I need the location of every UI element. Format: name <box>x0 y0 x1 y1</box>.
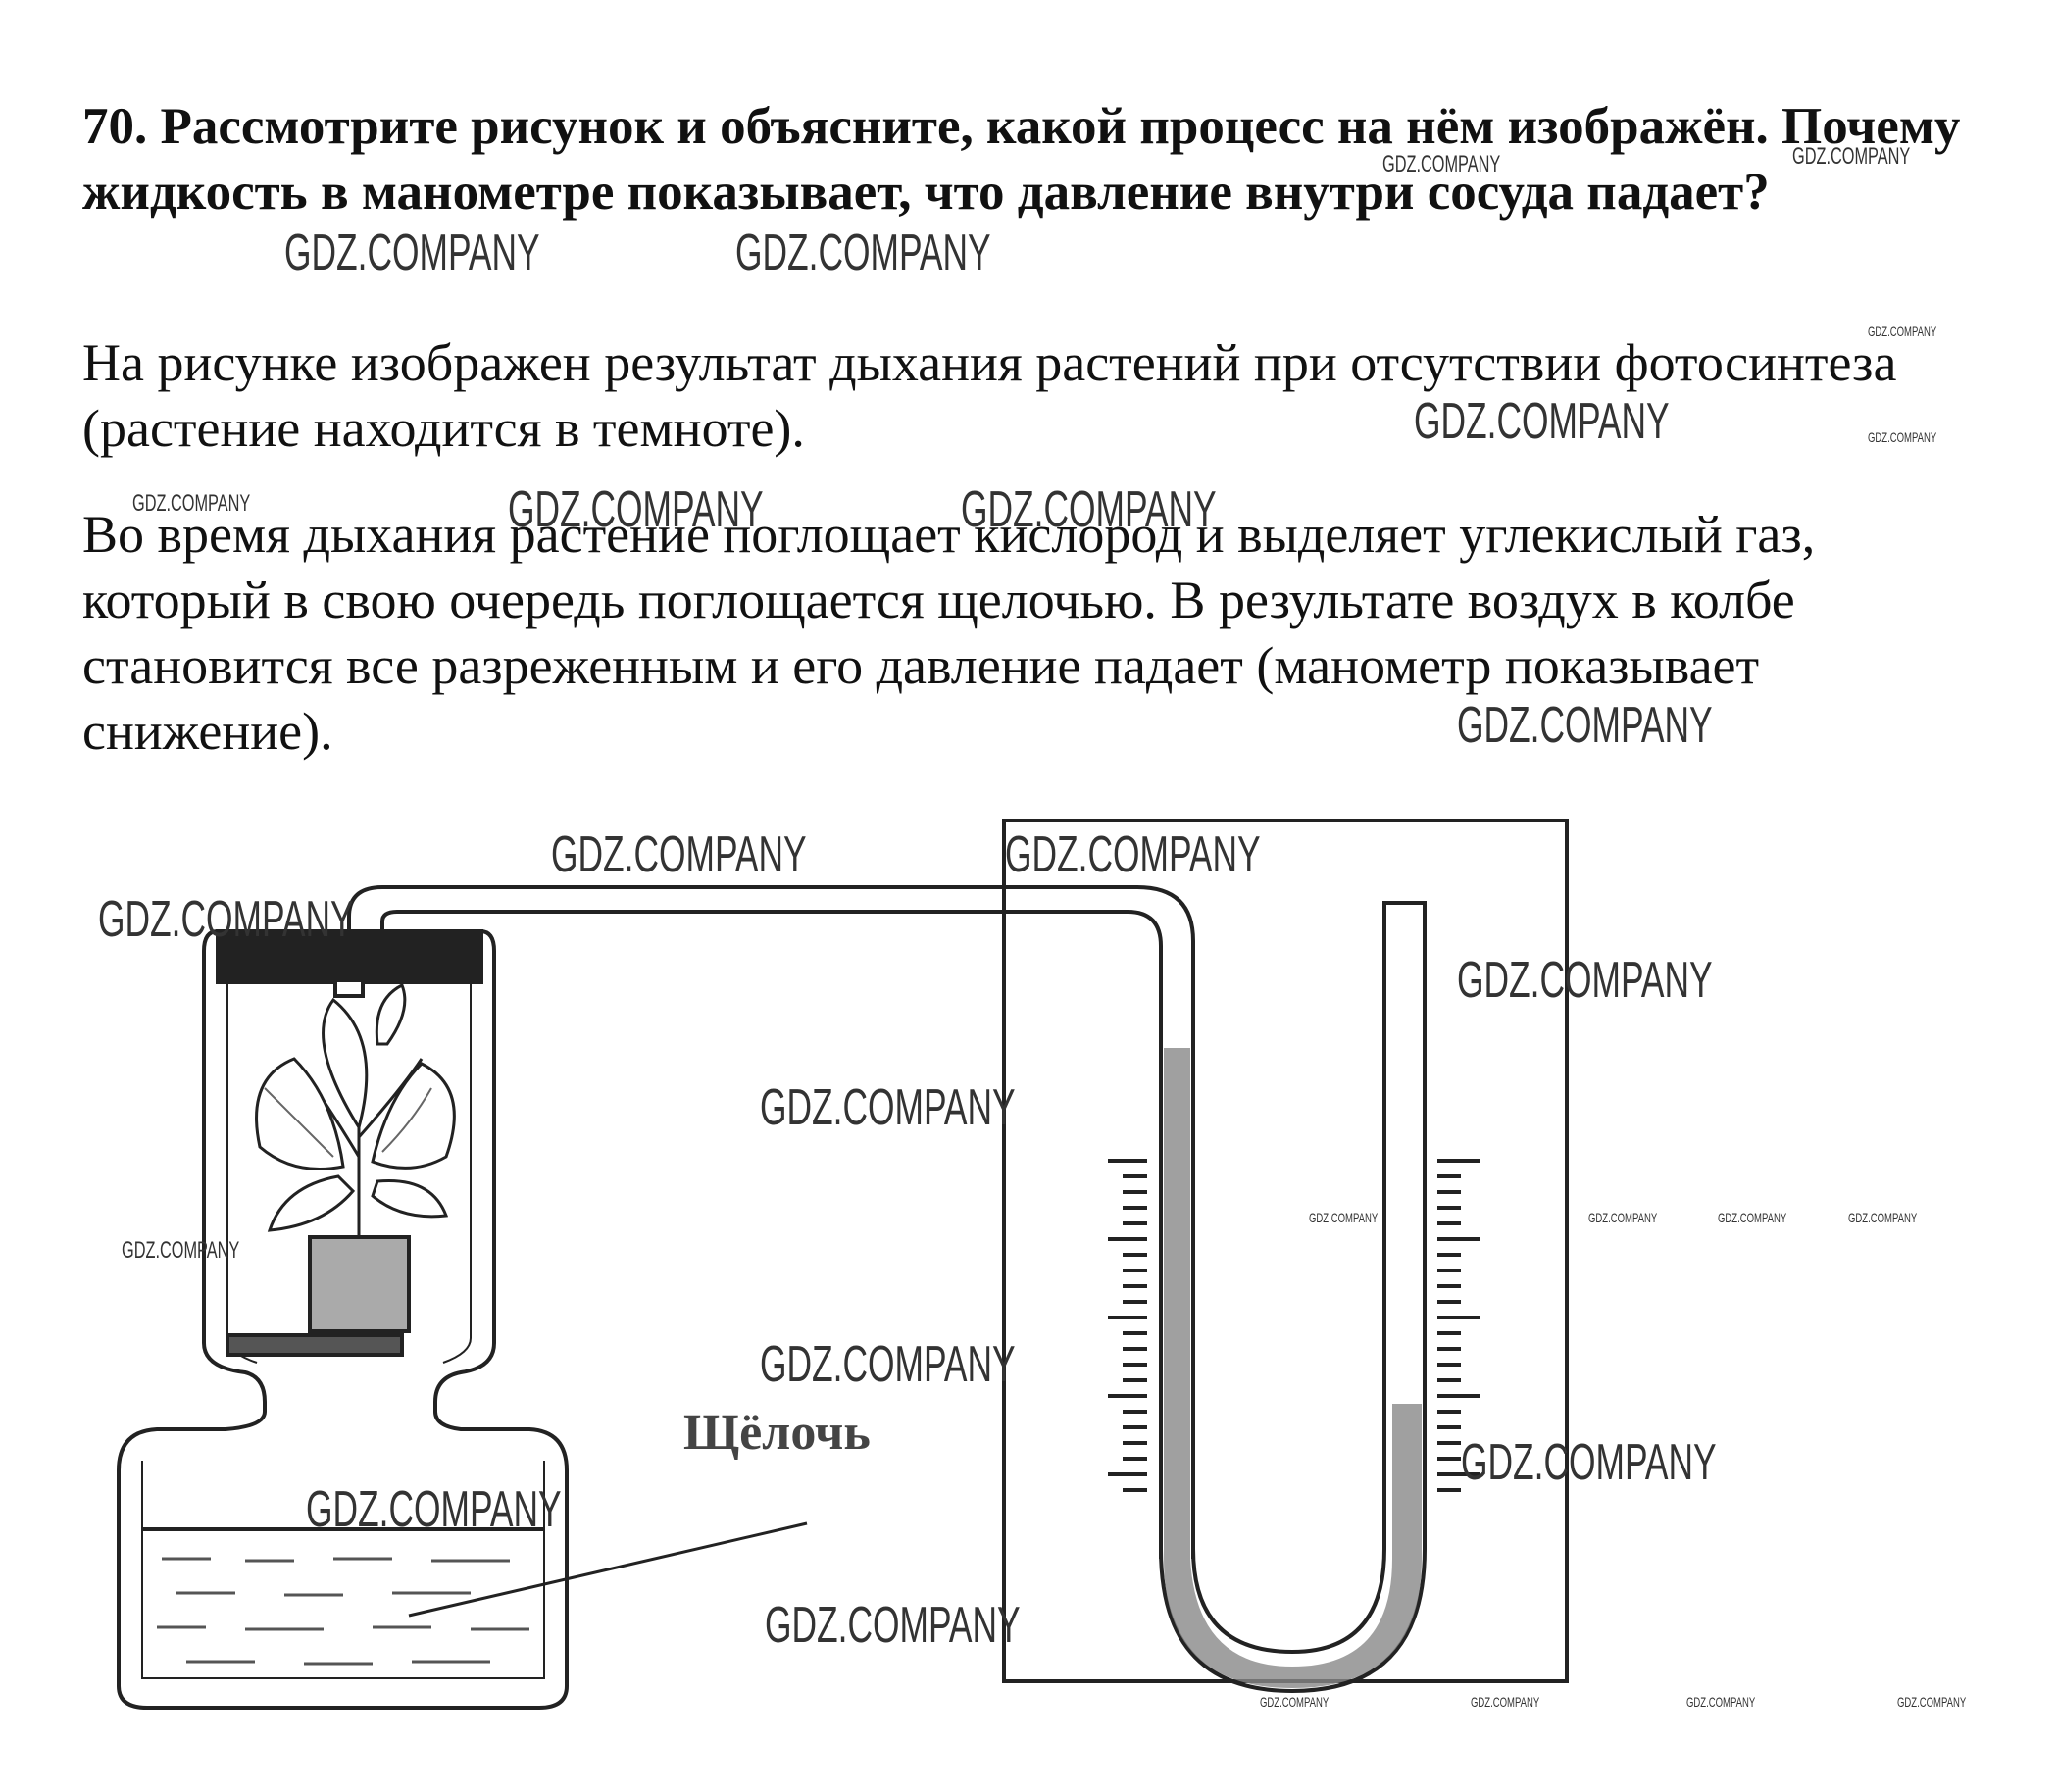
watermark: GDZ.COMPANY <box>132 490 251 517</box>
watermark: GDZ.COMPANY <box>306 1481 562 1538</box>
manometer-board <box>1002 819 1569 1683</box>
connecting-tube <box>347 885 1195 1559</box>
watermark: GDZ.COMPANY <box>1309 1210 1379 1225</box>
watermark: GDZ.COMPANY <box>122 1237 240 1264</box>
left-scale <box>1108 1159 1147 1492</box>
watermark: GDZ.COMPANY <box>1382 151 1501 177</box>
watermark: GDZ.COMPANY <box>284 224 540 281</box>
alkali-liquid <box>157 1557 529 1666</box>
watermark: GDZ.COMPANY <box>1868 429 1937 445</box>
watermark: GDZ.COMPANY <box>961 481 1217 538</box>
watermark: GDZ.COMPANY <box>1414 393 1670 450</box>
watermark: GDZ.COMPANY <box>1457 697 1713 754</box>
alkali-label: Щёлочь <box>683 1405 871 1461</box>
pot-stand <box>226 1333 404 1357</box>
glass-jar <box>117 929 569 1710</box>
answer-paragraph-2: Во время дыхания растение поглощает кисл… <box>82 505 1816 761</box>
question-number: 70. <box>82 98 148 155</box>
manometer-liquid <box>1164 1048 1422 1688</box>
plant-leaves <box>255 982 456 1237</box>
watermark: GDZ.COMPANY <box>1897 1694 1967 1710</box>
u-tube <box>1159 901 1427 1694</box>
watermark: GDZ.COMPANY <box>760 1079 1016 1136</box>
watermark: GDZ.COMPANY <box>1457 952 1713 1009</box>
watermark: GDZ.COMPANY <box>765 1597 1021 1654</box>
watermark: GDZ.COMPANY <box>760 1336 1016 1393</box>
answer-paragraph-1: На рисунке изображен результат дыхания р… <box>82 333 1897 458</box>
watermark: GDZ.COMPANY <box>508 481 764 538</box>
watermark: GDZ.COMPANY <box>1686 1694 1756 1710</box>
watermark: GDZ.COMPANY <box>735 224 991 281</box>
plant-pot <box>308 1235 411 1333</box>
watermark: GDZ.COMPANY <box>1260 1694 1330 1710</box>
question-text: Рассмотрите рисунок и объясните, какой п… <box>82 98 1961 221</box>
watermark: GDZ.COMPANY <box>1471 1694 1540 1710</box>
watermark: GDZ.COMPANY <box>1005 826 1261 883</box>
watermark: GDZ.COMPANY <box>1461 1434 1717 1491</box>
right-scale <box>1437 1159 1480 1492</box>
alkali-pointer-line <box>408 1521 808 1618</box>
watermark: GDZ.COMPANY <box>1718 1210 1787 1225</box>
watermark: GDZ.COMPANY <box>1792 143 1911 170</box>
question-heading: 70. Рассмотрите рисунок и объясните, как… <box>82 94 1984 225</box>
watermark: GDZ.COMPANY <box>1848 1210 1918 1225</box>
watermark: GDZ.COMPANY <box>551 826 807 883</box>
watermark: GDZ.COMPANY <box>98 891 354 948</box>
watermark: GDZ.COMPANY <box>1868 324 1937 339</box>
watermark: GDZ.COMPANY <box>1588 1210 1658 1225</box>
